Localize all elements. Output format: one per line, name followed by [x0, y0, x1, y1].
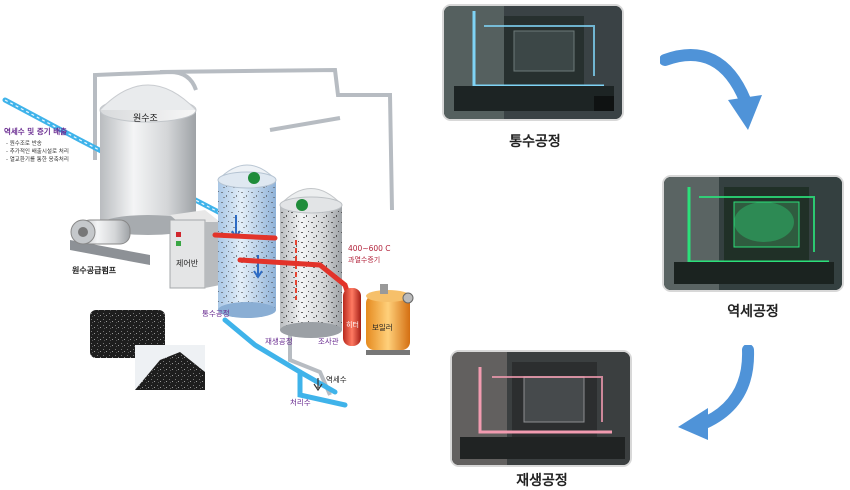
photo-regeneration — [450, 350, 632, 467]
label-boiler: 보일러 — [372, 323, 393, 332]
label-raw-water-pump: 원수공급펌프 — [72, 266, 117, 275]
backwash-arrow — [313, 378, 323, 392]
reactor-regeneration — [279, 188, 343, 338]
boiler — [366, 284, 414, 355]
label-blower: 조사관 — [318, 337, 339, 346]
label-superheated-steam: 과열수증기 — [348, 256, 381, 264]
equipment-image — [444, 6, 622, 119]
reactor-water-flow — [217, 164, 277, 318]
raw-water-pump — [70, 219, 150, 265]
photo-water-flow — [442, 4, 624, 121]
control-panel — [169, 210, 220, 289]
label-temperature: 400~600 C — [348, 244, 391, 253]
discharge-notes: - 원수조로 반송 - 추가적인 배출시설로 처리 - 열교환기를 통한 응축처… — [6, 140, 69, 164]
discharge-note: - 추가적인 배출시설로 처리 — [6, 149, 69, 155]
process-diagram — [2, 67, 414, 408]
label-backwash: 역세수 — [326, 375, 347, 384]
label-raw-water-tank: 원수조 — [133, 114, 158, 124]
equipment-image — [664, 177, 842, 290]
label-treated-water: 처리수 — [290, 398, 311, 407]
caption-water-flow: 통수공정 — [509, 134, 561, 150]
label-water-flow-process: 통수공정 — [202, 309, 230, 318]
label-discharge-title: 역세수 및 증기 배출 — [4, 127, 68, 136]
label-heater: 히터 — [346, 321, 359, 329]
label-control-panel: 제어반 — [176, 259, 199, 268]
raw-water-tank — [99, 84, 197, 235]
coal-pile-image — [135, 345, 205, 390]
arrow-to-regeneration — [678, 345, 755, 440]
equipment-image — [452, 352, 630, 465]
caption-backwash: 역세공정 — [727, 304, 779, 320]
discharge-note: - 원수조로 반송 — [6, 141, 42, 147]
label-regeneration-process: 재생공정 — [265, 337, 293, 346]
arrow-to-backwash — [660, 49, 762, 130]
photo-backwash — [662, 175, 844, 292]
heater — [343, 288, 361, 346]
caption-regeneration: 재생공정 — [516, 473, 568, 489]
discharge-note: - 열교환기를 통한 응축처리 — [6, 157, 69, 163]
